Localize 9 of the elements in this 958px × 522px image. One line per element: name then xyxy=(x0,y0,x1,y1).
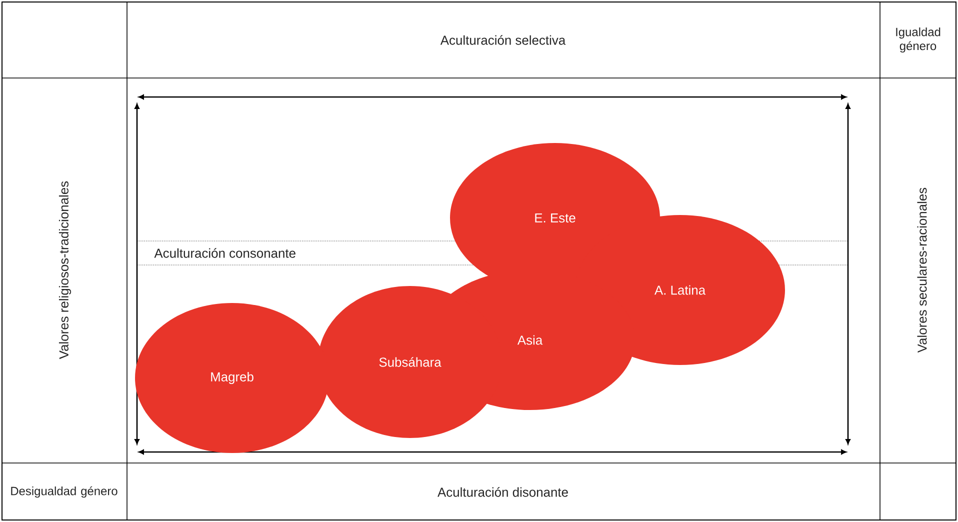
table-label: Valores religiosos-tradicionales xyxy=(58,181,72,360)
table-label: Aculturación disonante xyxy=(438,487,568,497)
node-label: Asia xyxy=(517,335,543,345)
table-label: Aculturación consonante xyxy=(154,248,296,258)
node-label: E. Este xyxy=(535,213,576,223)
table-label: Desigualdad género xyxy=(11,486,118,498)
table-label: Igualdad género xyxy=(896,27,940,53)
table-label: Valores seculares-racionales xyxy=(917,188,927,353)
table-label: Aculturación selectiva xyxy=(440,35,566,45)
